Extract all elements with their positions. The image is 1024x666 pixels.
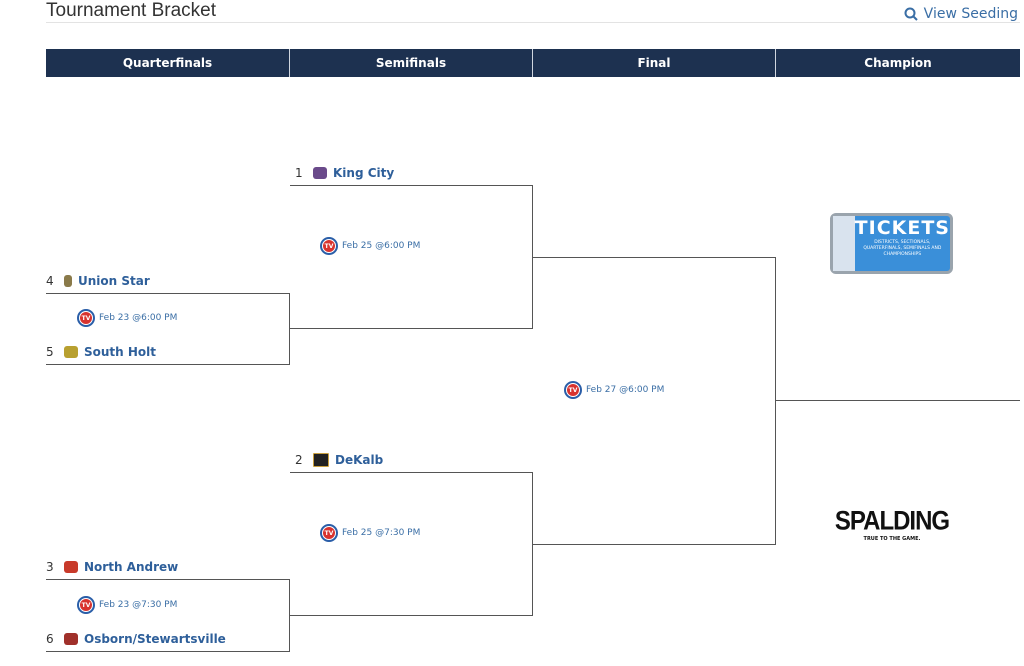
team-union-star[interactable]: 4 Union Star — [46, 273, 150, 289]
tv-icon: TV — [564, 381, 582, 399]
view-seeding-label: View Seeding — [923, 6, 1018, 22]
header-semifinals: Semifinals — [290, 49, 533, 77]
view-seeding-link[interactable]: View Seeding — [904, 6, 1018, 22]
game-time[interactable]: Feb 27 @6:00 PM — [586, 385, 665, 395]
game-info[interactable]: TV Feb 23 @6:00 PM — [77, 309, 177, 327]
spalding-tagline: TRUE TO THE GAME. — [863, 536, 921, 542]
team-logo-icon — [64, 275, 72, 287]
team-name[interactable]: North Andrew — [84, 560, 179, 574]
seed: 3 — [46, 560, 54, 574]
header-final: Final — [533, 49, 776, 77]
divider — [46, 22, 1020, 23]
team-logo-icon — [313, 167, 327, 179]
team-name[interactable]: Osborn/Stewartsville — [84, 632, 226, 646]
spalding-logo: SPALDING — [834, 506, 950, 537]
team-north-andrew[interactable]: 3 North Andrew — [46, 559, 178, 575]
team-name[interactable]: South Holt — [84, 345, 157, 359]
seed: 1 — [295, 166, 303, 180]
tv-icon: TV — [320, 237, 338, 255]
game-info[interactable]: TV Feb 23 @7:30 PM — [77, 596, 177, 614]
seed: 6 — [46, 632, 54, 646]
game-time[interactable]: Feb 25 @7:30 PM — [342, 528, 421, 538]
seed: 4 — [46, 274, 54, 288]
game-time[interactable]: Feb 25 @6:00 PM — [342, 241, 421, 251]
tv-icon: TV — [77, 596, 95, 614]
header-champion: Champion — [776, 49, 1020, 77]
team-logo-icon — [313, 453, 329, 467]
tickets-ad[interactable]: TICKETS DISTRICTS, SECTIONALS, QUARTERFI… — [830, 213, 953, 274]
game-info[interactable]: TV Feb 25 @7:30 PM — [320, 524, 420, 542]
team-logo-icon — [64, 561, 78, 573]
game-time[interactable]: Feb 23 @6:00 PM — [99, 313, 178, 323]
header-quarterfinals: Quarterfinals — [46, 49, 290, 77]
tv-icon: TV — [77, 309, 95, 327]
game-info[interactable]: TV Feb 25 @6:00 PM — [320, 237, 420, 255]
spalding-ad[interactable]: SPALDING TRUE TO THE GAME. — [833, 506, 951, 542]
page-title: Tournament Bracket — [46, 0, 217, 21]
team-name[interactable]: King City — [333, 166, 395, 180]
team-osborn-stewartsville[interactable]: 6 Osborn/Stewartsville — [46, 631, 226, 647]
search-icon — [904, 7, 918, 21]
team-south-holt[interactable]: 5 South Holt — [46, 344, 156, 360]
team-name[interactable]: Union Star — [78, 274, 150, 288]
team-dekalb[interactable]: 2 DeKalb — [295, 452, 383, 468]
tv-icon: TV — [320, 524, 338, 542]
team-king-city[interactable]: 1 King City — [295, 165, 394, 181]
team-logo-icon — [64, 346, 78, 358]
game-time[interactable]: Feb 23 @7:30 PM — [99, 600, 178, 610]
game-info[interactable]: TV Feb 27 @6:00 PM — [564, 381, 664, 399]
seed: 2 — [295, 453, 303, 467]
tickets-title: TICKETS — [854, 217, 950, 239]
team-name[interactable]: DeKalb — [335, 453, 384, 467]
mshsaa-logo-icon — [833, 216, 855, 271]
team-logo-icon — [64, 633, 78, 645]
seed: 5 — [46, 345, 54, 359]
tickets-subtitle: DISTRICTS, SECTIONALS, QUARTERFINALS, SE… — [863, 240, 942, 257]
